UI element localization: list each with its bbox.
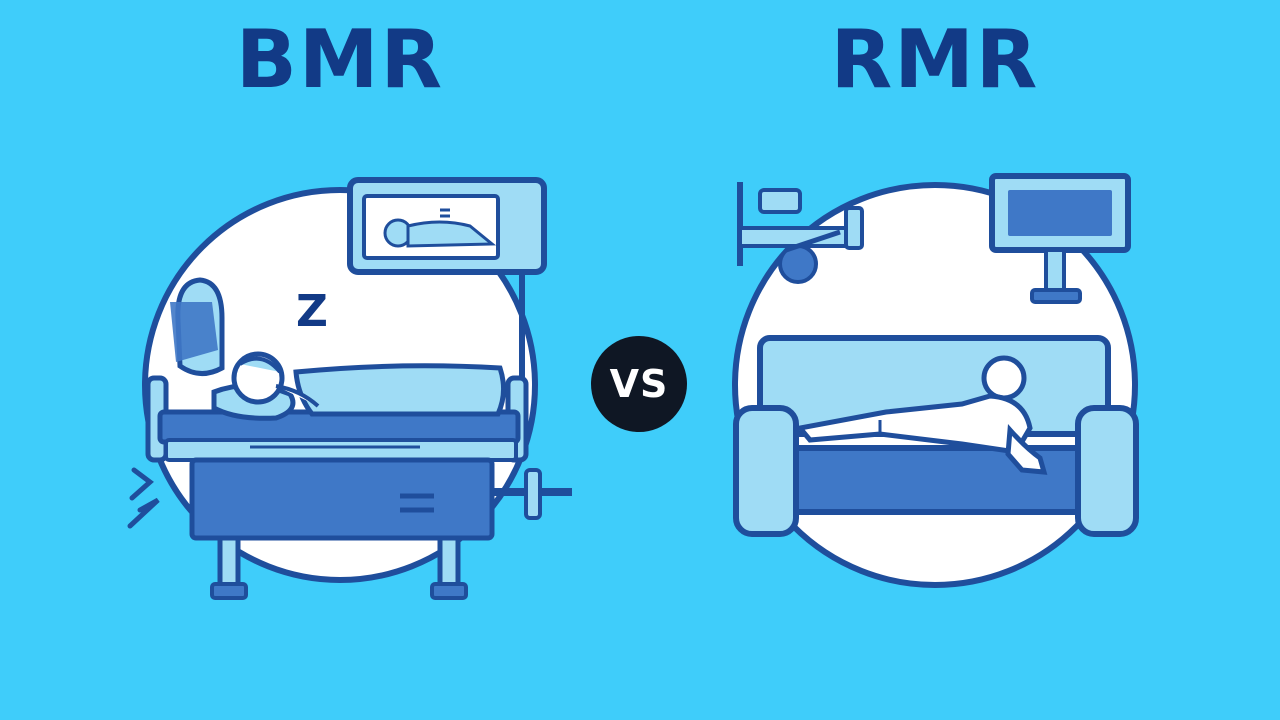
rmr-title: RMR bbox=[830, 13, 1040, 106]
bmr-scene bbox=[127, 177, 572, 600]
vs-badge: VS bbox=[591, 336, 687, 432]
rmr-scene bbox=[732, 173, 1139, 588]
tv-icon bbox=[989, 173, 1131, 304]
bed-monitor-icon bbox=[347, 177, 547, 392]
resting-person-icon bbox=[795, 355, 1048, 475]
wall-lamp-icon bbox=[737, 182, 864, 284]
sleep-z-icon: Z bbox=[296, 286, 328, 337]
iv-bag-icon bbox=[127, 277, 225, 529]
sleeping-patient-icon bbox=[211, 351, 506, 421]
bmr-title: BMR bbox=[235, 13, 445, 106]
